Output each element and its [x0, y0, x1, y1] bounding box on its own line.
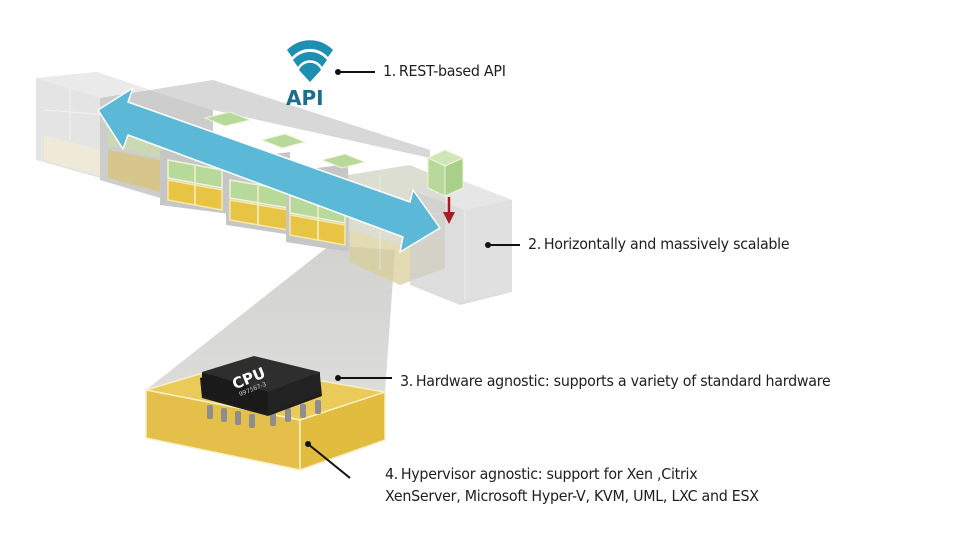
cpu-chip-icon: CPU 997567-3 [200, 356, 322, 428]
callout-1-text: REST-based API [398, 62, 506, 80]
top-cell [260, 133, 307, 149]
callout-leader-2 [485, 242, 520, 248]
callout-leader-1 [335, 69, 375, 75]
callout-3-text: Hardware agnostic: supports a variety of… [415, 372, 831, 390]
api-wifi-icon [287, 40, 333, 82]
row-top-surface [150, 80, 430, 158]
callout-2: 2.Horizontally and massively scalable [528, 235, 790, 253]
new-node-cube [426, 149, 465, 197]
callout-3: 3.Hardware agnostic: supports a variety … [400, 372, 831, 390]
callout-2-number: 2. [528, 235, 542, 253]
drop-arrow-icon [443, 197, 455, 224]
callout-4-text: Hypervisor agnostic: support for Xen ,Ci… [400, 465, 698, 483]
api-icon-label: API [286, 86, 324, 110]
scale-double-arrow-icon [97, 87, 441, 253]
top-cell [320, 153, 367, 169]
callout-leader-4 [305, 441, 351, 479]
callout-4-text-line2: XenServer, Microsoft Hyper-V, KVM, UML, … [385, 487, 759, 505]
callout-4: 4.Hypervisor agnostic: support for Xen ,… [385, 463, 759, 507]
callout-3-number: 3. [400, 372, 414, 390]
callout-4-number: 4. [385, 465, 399, 483]
projection-cone [146, 245, 395, 392]
server-block-end [410, 178, 512, 305]
callout-leader-3 [335, 375, 392, 381]
callout-1-number: 1. [383, 62, 397, 80]
callout-1: 1.REST-based API [383, 62, 506, 80]
callout-2-text: Horizontally and massively scalable [543, 235, 790, 253]
top-cell [203, 111, 252, 127]
